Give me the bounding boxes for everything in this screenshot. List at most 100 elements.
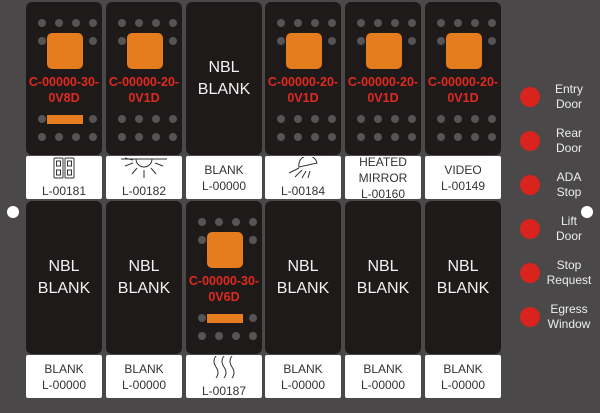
led-dot	[311, 19, 319, 27]
led-dot	[89, 133, 97, 141]
led-dot	[72, 133, 80, 141]
rocker-switch[interactable]: NBL BLANK	[106, 201, 182, 354]
mounting-hole-right	[581, 206, 593, 218]
led-dot	[454, 133, 462, 141]
led-dot	[38, 19, 46, 27]
led-dot	[488, 115, 496, 123]
led-dot	[198, 236, 206, 244]
led-dot	[89, 19, 97, 27]
led-dot	[294, 115, 302, 123]
led-dot	[135, 133, 143, 141]
legend-text: BLANK	[283, 361, 323, 376]
shower-light-icon	[285, 156, 321, 183]
led-dot	[249, 236, 257, 244]
indicator-lamp	[127, 33, 163, 69]
indicator-lamp	[286, 33, 322, 69]
led-dot	[357, 19, 365, 27]
status-indicator-led	[520, 219, 540, 239]
legend-part-number: L-00000	[440, 377, 486, 392]
legend-part-number: L-00187	[201, 383, 247, 398]
led-dot	[277, 19, 285, 27]
led-dot	[471, 19, 479, 27]
led-dot	[232, 332, 240, 340]
legend-part-number: L-00184	[280, 183, 326, 198]
led-dot	[169, 115, 177, 123]
switch-legend-label: L-00187	[186, 355, 262, 398]
led-dot	[311, 133, 319, 141]
rocker-switch[interactable]: C-00000-30- 0V8D	[26, 2, 102, 155]
led-dot	[89, 37, 97, 45]
led-dot	[118, 19, 126, 27]
switch-code: C-00000-30- 0V8D	[28, 75, 100, 105]
led-dot	[294, 133, 302, 141]
indicator-lamp	[366, 33, 402, 69]
rocker-switch[interactable]: C-00000-30- 0V6D	[186, 201, 262, 354]
legend-part-number: L-00182	[121, 183, 167, 198]
switch-code: C-00000-30- 0V6D	[188, 274, 260, 304]
led-dot	[89, 115, 97, 123]
status-indicator-label: Lift Door	[555, 214, 582, 243]
led-dot	[357, 133, 365, 141]
led-dot	[374, 115, 382, 123]
legend-part-number: L-00000	[360, 377, 406, 392]
led-dot	[311, 115, 319, 123]
led-dot	[488, 133, 496, 141]
rocker-switch[interactable]: NBL BLANK	[26, 201, 102, 354]
legend-text: BLANK	[44, 361, 84, 376]
legend-text: VIDEO	[444, 162, 482, 177]
rocker-switch[interactable]: NBL BLANK	[345, 201, 421, 354]
indicator-lamp	[47, 33, 83, 69]
led-dot	[72, 19, 80, 27]
switch-blank-text: NBL BLANK	[276, 257, 330, 297]
indicator-lamp	[207, 232, 243, 268]
double-door-icon	[46, 157, 82, 183]
led-dot	[249, 332, 257, 340]
led-dot	[328, 19, 336, 27]
rocker-switch[interactable]: C-00000-20- 0V1D	[345, 2, 421, 155]
led-dot	[374, 133, 382, 141]
switch-code: C-00000-20- 0V1D	[347, 75, 419, 105]
led-dot	[152, 133, 160, 141]
switch-blank-text: NBL BLANK	[356, 257, 410, 297]
rocker-switch[interactable]: NBL BLANK	[425, 201, 501, 354]
switch-blank-text: NBL BLANK	[37, 257, 91, 297]
led-dot	[437, 115, 445, 123]
legend-text: BLANK	[204, 162, 244, 177]
led-dot	[198, 218, 206, 226]
heat-waves-icon	[209, 355, 239, 383]
led-dot	[169, 19, 177, 27]
led-dot	[38, 37, 46, 45]
rocker-switch[interactable]: C-00000-20- 0V1D	[425, 2, 501, 155]
led-dot	[488, 19, 496, 27]
led-dot	[471, 115, 479, 123]
rocker-switch[interactable]: NBL BLANK	[186, 2, 262, 155]
legend-text: BLANK	[363, 361, 403, 376]
led-dot	[408, 115, 416, 123]
led-dot	[328, 115, 336, 123]
legend-part-number: L-00181	[41, 183, 87, 198]
legend-part-number: L-00000	[121, 377, 167, 392]
switch-code: C-00000-20- 0V1D	[267, 75, 339, 105]
rocker-switch[interactable]: C-00000-20- 0V1D	[265, 2, 341, 155]
rocker-switch[interactable]: C-00000-20- 0V1D	[106, 2, 182, 155]
led-dot	[198, 314, 206, 322]
led-dot	[437, 37, 445, 45]
led-dot	[437, 133, 445, 141]
indicator-bar	[47, 115, 83, 124]
switch-legend-label: L-00181	[26, 156, 102, 199]
rocker-switch[interactable]: NBL BLANK	[265, 201, 341, 354]
led-dot	[198, 332, 206, 340]
dome-light-icon	[119, 157, 169, 183]
status-indicator-label: Stop Request	[546, 258, 592, 287]
legend-part-number: L-00000	[280, 377, 326, 392]
led-dot	[215, 332, 223, 340]
led-dot	[55, 133, 63, 141]
status-indicator-label: ADA Stop	[556, 170, 582, 199]
status-indicator-led	[520, 175, 540, 195]
indicator-bar	[207, 314, 243, 323]
legend-part-number: L-00000	[201, 178, 247, 193]
